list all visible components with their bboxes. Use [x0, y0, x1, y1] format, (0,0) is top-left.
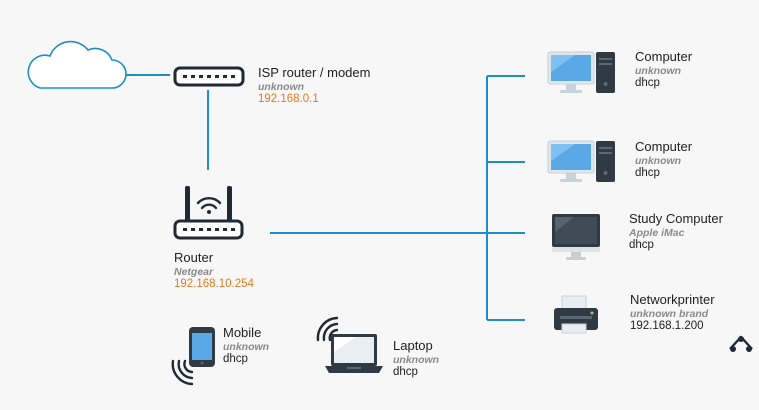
node-address: 192.168.10.254	[174, 278, 254, 290]
node-label-laptop[interactable]: Laptop unknown dhcp	[393, 338, 440, 379]
node-name: Computer	[635, 139, 693, 154]
node-name: Mobile	[223, 325, 262, 340]
node-label-printer[interactable]: Networkprinter unknown brand 192.168.1.2…	[630, 292, 715, 333]
node-name: Networkprinter	[630, 292, 715, 307]
node-label-computer-2[interactable]: Computer unknown dhcp	[635, 139, 693, 180]
node-address: 192.168.1.200	[630, 320, 704, 332]
node-brand: unknown brand	[630, 307, 709, 320]
desktop-computer-icon[interactable]	[547, 51, 615, 93]
printer-icon[interactable]	[554, 295, 598, 334]
node-brand: Netgear	[174, 265, 214, 278]
node-address: 192.168.0.1	[258, 93, 319, 105]
node-name: ISP router / modem	[258, 65, 371, 80]
desktop-computer-icon[interactable]	[547, 140, 615, 182]
node-address: dhcp	[393, 366, 418, 378]
node-brand: Apple iMac	[629, 226, 685, 239]
connection-lines	[124, 74, 525, 321]
node-name: Router	[174, 250, 214, 265]
node-label-mobile[interactable]: Mobile unknown dhcp	[223, 325, 270, 366]
node-address: dhcp	[635, 167, 660, 179]
wifi-router-icon[interactable]	[173, 186, 244, 240]
node-label-study-computer[interactable]: Study Computer Apple iMac dhcp	[629, 211, 723, 252]
node-brand: unknown	[635, 154, 682, 167]
node-address: dhcp	[635, 77, 660, 89]
node-name: Computer	[635, 49, 693, 64]
node-brand: unknown	[258, 80, 305, 93]
node-brand: unknown	[393, 353, 440, 366]
node-label-isp[interactable]: ISP router / modem unknown 192.168.0.1	[258, 65, 371, 106]
node-address: dhcp	[629, 239, 654, 251]
smartphone-icon[interactable]	[171, 327, 215, 386]
node-address: dhcp	[223, 353, 248, 365]
cloud-icon	[27, 40, 127, 89]
node-label-router[interactable]: Router Netgear 192.168.10.254	[174, 250, 254, 291]
node-brand: unknown	[223, 340, 270, 353]
brand-logo-icon	[729, 335, 753, 352]
modem-icon[interactable]	[173, 66, 245, 87]
node-name: Study Computer	[629, 211, 723, 226]
imac-icon[interactable]	[552, 214, 600, 260]
node-brand: unknown	[635, 64, 682, 77]
node-label-computer-1[interactable]: Computer unknown dhcp	[635, 49, 693, 90]
node-name: Laptop	[393, 338, 433, 353]
laptop-icon[interactable]	[316, 316, 383, 373]
